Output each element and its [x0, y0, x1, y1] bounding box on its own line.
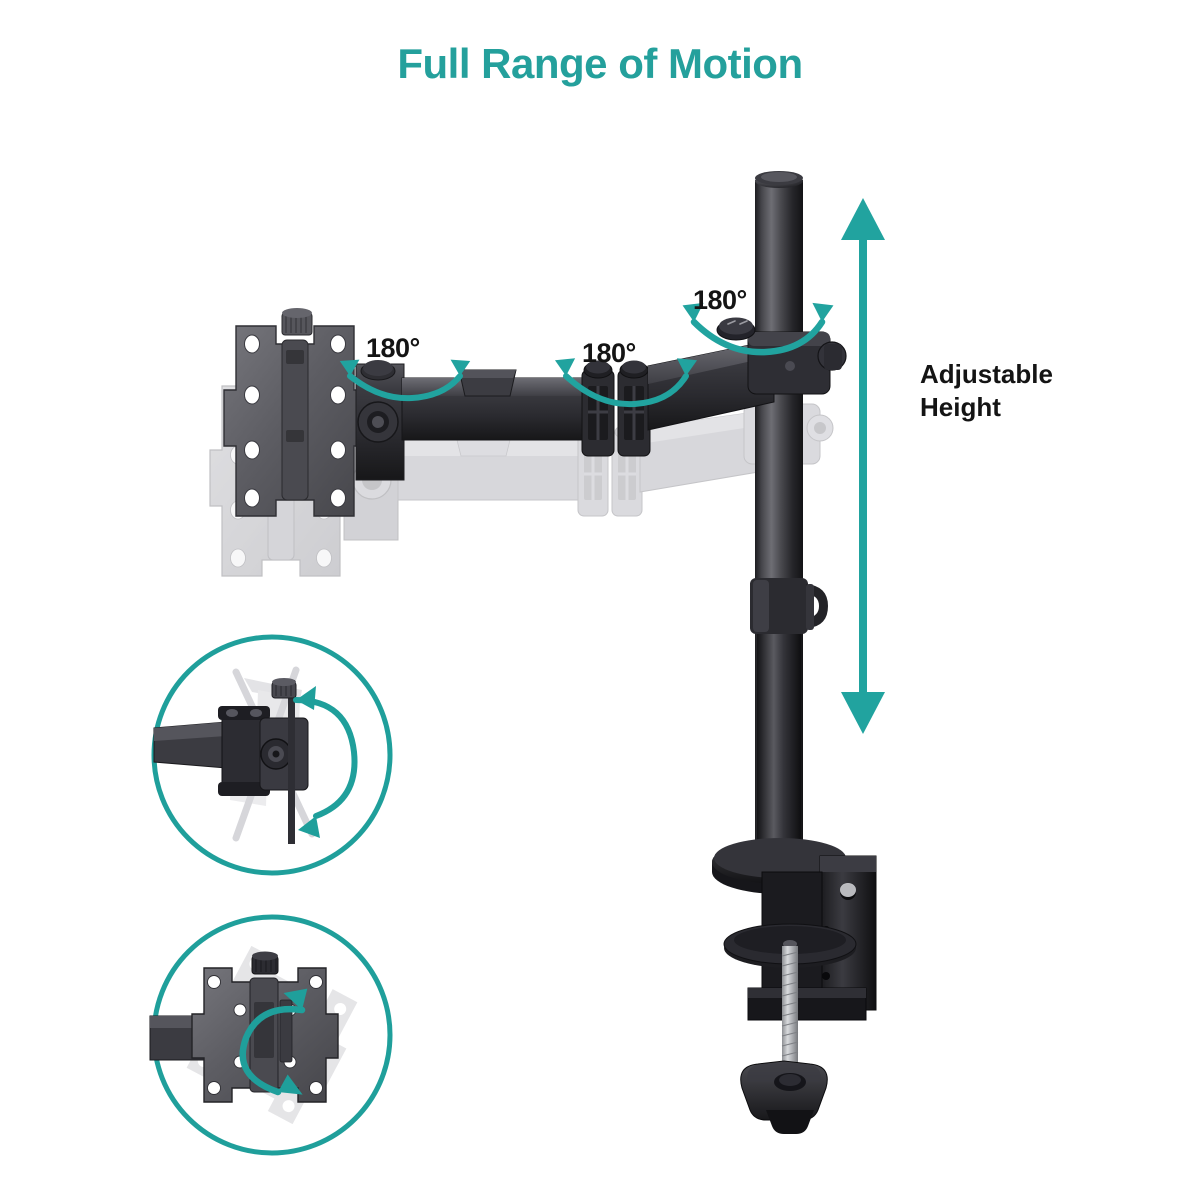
adjustable-height-line1: Adjustable: [920, 359, 1053, 389]
pole: [750, 171, 828, 860]
adjustable-height-label: Adjustable Height: [920, 358, 1053, 423]
elbow-rotation-label: 180°: [582, 338, 636, 368]
vesa-mount-plate: [223, 308, 367, 517]
desk-clamp-base: [712, 838, 877, 1134]
tilt-inset: [151, 634, 393, 876]
vesa-swivel-head: [355, 360, 405, 481]
swivel-inset: [149, 914, 393, 1156]
pole-rotation-label: 180°: [693, 285, 747, 315]
pole-rotation-arrow: [682, 302, 834, 356]
upper-arm-segment: [401, 369, 585, 441]
page-title: Full Range of Motion: [397, 40, 803, 87]
clamp-knob: [740, 1060, 828, 1134]
adjustable-height-line2: Height: [920, 391, 1001, 422]
vesa-rotation-label: 180°: [366, 333, 420, 363]
vesa-rotation-arrow: [339, 359, 471, 402]
elbow-rotation-arrow: [554, 358, 698, 408]
clamp-screw: [781, 946, 799, 1076]
monitor-arm-assembly: [223, 308, 847, 517]
elbow-joint: [581, 360, 651, 457]
tilt-knob: [281, 308, 313, 336]
adjustable-height-arrow: [841, 198, 885, 734]
pole-cable-clip: [750, 578, 828, 634]
